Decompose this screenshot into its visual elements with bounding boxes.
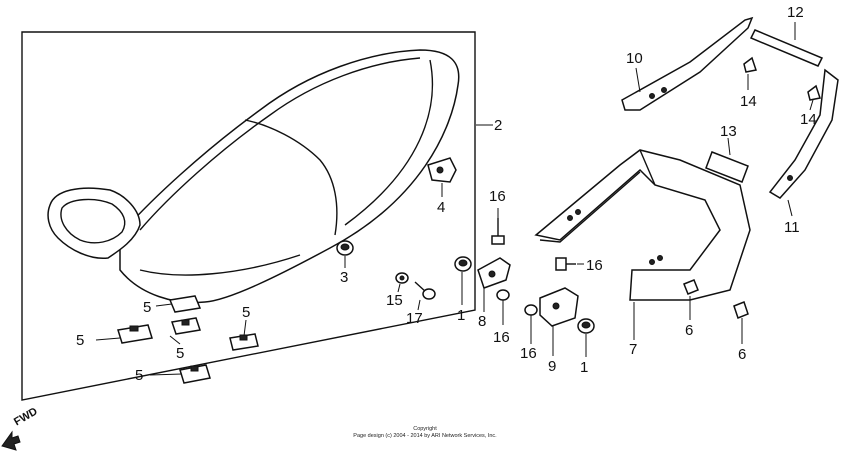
grommet-part-3 xyxy=(336,240,354,256)
callout-13: 13 xyxy=(720,123,737,140)
callout-5-d: 5 xyxy=(242,304,250,321)
callout-3: 3 xyxy=(340,269,348,286)
strap-part-12 xyxy=(749,29,824,67)
seat-assembly-frame xyxy=(21,31,476,401)
leader-lines xyxy=(95,22,814,376)
callout-14-b: 14 xyxy=(800,111,817,128)
callout-1-b: 1 xyxy=(580,359,588,376)
callout-11: 11 xyxy=(784,219,800,236)
cushion-pad-a xyxy=(168,295,202,313)
bracket-part-9 xyxy=(539,287,579,327)
grab-rail-right-part-11 xyxy=(768,68,839,199)
rear-carrier-part-7 xyxy=(534,149,751,301)
cushion-pad-b xyxy=(117,324,153,344)
callout-16-b: 16 xyxy=(493,329,510,346)
rubber-mount-part-6-b xyxy=(733,301,749,319)
callout-6-a: 6 xyxy=(685,322,693,339)
callout-5-e: 5 xyxy=(135,367,143,384)
callout-1-a: 1 xyxy=(457,307,465,324)
cushion-pad-e xyxy=(179,364,211,384)
bolt-part-16-d xyxy=(555,257,576,271)
seat xyxy=(47,49,460,304)
callout-7: 7 xyxy=(629,341,637,358)
callout-4: 4 xyxy=(437,199,445,216)
callout-2: 2 xyxy=(494,117,502,134)
callout-9: 9 xyxy=(548,358,556,375)
callout-12: 12 xyxy=(787,4,804,21)
collar-part-1-b xyxy=(577,318,595,334)
fastener-part-14-b xyxy=(807,84,821,101)
callout-labels: 2 4 3 5 5 5 5 5 15 17 1 8 16 16 16 9 16 … xyxy=(76,4,817,384)
callout-6-b: 6 xyxy=(738,346,746,363)
bolt-part-16-c xyxy=(524,304,538,316)
callout-14-a: 14 xyxy=(740,93,757,110)
washer-part-15 xyxy=(395,272,409,284)
plate-part-13 xyxy=(705,151,749,183)
grab-rail-left-part-10 xyxy=(621,16,754,111)
fastener-part-14-a xyxy=(743,56,757,73)
callout-16-d: 16 xyxy=(586,257,603,274)
copyright-line-2: Page design (c) 2004 - 2014 by ARI Netwo… xyxy=(353,433,497,439)
copyright-line-1: Copyright xyxy=(413,426,437,432)
callout-15: 15 xyxy=(386,292,403,309)
bracket-part-4 xyxy=(427,157,457,183)
callout-16-a: 16 xyxy=(489,188,506,205)
callout-5-a: 5 xyxy=(143,299,151,316)
rubber-mount-part-6-a xyxy=(683,279,699,295)
callout-10: 10 xyxy=(626,50,643,67)
bracket-part-8 xyxy=(477,257,511,289)
bolt-part-16-b xyxy=(496,289,510,301)
bolt-part-17 xyxy=(414,281,436,300)
callout-5-c: 5 xyxy=(176,345,184,362)
callout-17: 17 xyxy=(406,310,423,327)
cushion-pad-c xyxy=(171,317,201,335)
forward-direction-arrow-icon xyxy=(1,430,21,451)
bolt-part-16-a xyxy=(491,218,505,245)
callout-8: 8 xyxy=(478,313,486,330)
callout-5-b: 5 xyxy=(76,332,84,349)
collar-part-1-a xyxy=(454,256,472,272)
cushion-pad-d xyxy=(229,333,259,351)
callout-16-c: 16 xyxy=(520,345,537,362)
